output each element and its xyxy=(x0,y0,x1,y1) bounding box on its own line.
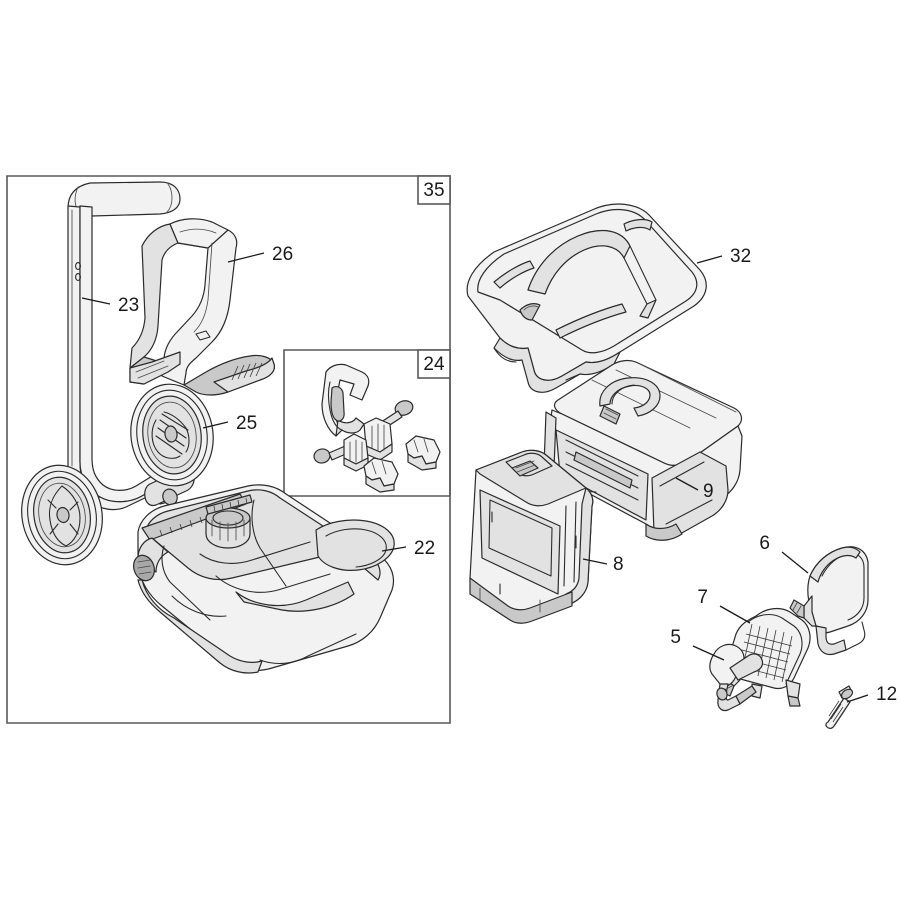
callout-5-label: 5 xyxy=(670,627,681,648)
part-top-cover-shroud xyxy=(466,203,707,393)
group-number-box-35: 35 xyxy=(417,175,451,205)
callout-12: 12 xyxy=(846,684,897,705)
callout-6-label: 6 xyxy=(759,533,770,554)
fastener-hardware-parts xyxy=(313,363,441,493)
part-chassis-deck xyxy=(133,484,395,674)
part-wheel-lower xyxy=(21,464,103,566)
callout-8-label: 8 xyxy=(613,554,624,575)
callout-5: 5 xyxy=(670,627,725,661)
callout-5-leader xyxy=(692,645,725,661)
part-screw xyxy=(825,685,854,729)
grille-grid xyxy=(737,623,793,683)
part-nozzle-cowl xyxy=(789,546,869,656)
bracket-lower-left xyxy=(343,433,369,472)
inlet-collar xyxy=(133,537,169,582)
callout-6-leader xyxy=(781,551,809,574)
group-frame-35 xyxy=(6,175,451,724)
bracket-upper xyxy=(363,417,393,461)
callout-7: 7 xyxy=(697,587,751,624)
part-retaining-clip xyxy=(709,643,764,712)
callout-12-leader xyxy=(846,694,869,703)
callout-23-label: 23 xyxy=(118,295,139,316)
callout-25-leader xyxy=(202,421,229,429)
callout-32: 32 xyxy=(696,246,751,267)
group-number-35-label: 35 xyxy=(423,180,444,201)
callout-25: 25 xyxy=(202,413,257,434)
callout-22-leader xyxy=(381,546,407,552)
group-number-24-label: 24 xyxy=(423,354,445,375)
callout-6: 6 xyxy=(759,533,809,574)
part-wheel-upper xyxy=(130,383,214,487)
callout-26-label: 26 xyxy=(272,244,293,265)
callout-23: 23 xyxy=(81,295,139,316)
callout-32-label: 32 xyxy=(730,246,751,267)
callout-8: 8 xyxy=(582,554,624,575)
outlet-funnel xyxy=(315,519,395,571)
callout-7-label: 7 xyxy=(697,587,708,608)
callout-9-label: 9 xyxy=(703,481,714,502)
part-filter-cartridge xyxy=(469,449,594,624)
lever-part xyxy=(321,363,370,437)
callout-23-leader xyxy=(81,297,111,305)
callout-9: 9 xyxy=(675,477,714,502)
filler-cap xyxy=(205,494,253,549)
callout-layer: 26 23 25 22 32 9 8 6 xyxy=(81,244,897,705)
callout-22: 22 xyxy=(381,538,435,559)
part-grass-collection-box xyxy=(543,359,743,541)
group-frame-24 xyxy=(283,349,451,497)
callout-32-leader xyxy=(696,255,723,264)
callout-22-label: 22 xyxy=(414,538,435,559)
part-handle-bracket xyxy=(129,218,275,396)
callout-26-leader xyxy=(227,252,265,263)
clip-b xyxy=(405,435,441,471)
group-number-box-24: 24 xyxy=(417,349,451,379)
callout-9-leader xyxy=(675,477,699,491)
callout-8-leader xyxy=(582,558,608,565)
callout-7-leader xyxy=(719,605,751,624)
callout-25-label: 25 xyxy=(236,413,257,434)
callout-26: 26 xyxy=(227,244,293,265)
clip-a xyxy=(363,457,399,493)
callout-12-label: 12 xyxy=(876,684,897,705)
